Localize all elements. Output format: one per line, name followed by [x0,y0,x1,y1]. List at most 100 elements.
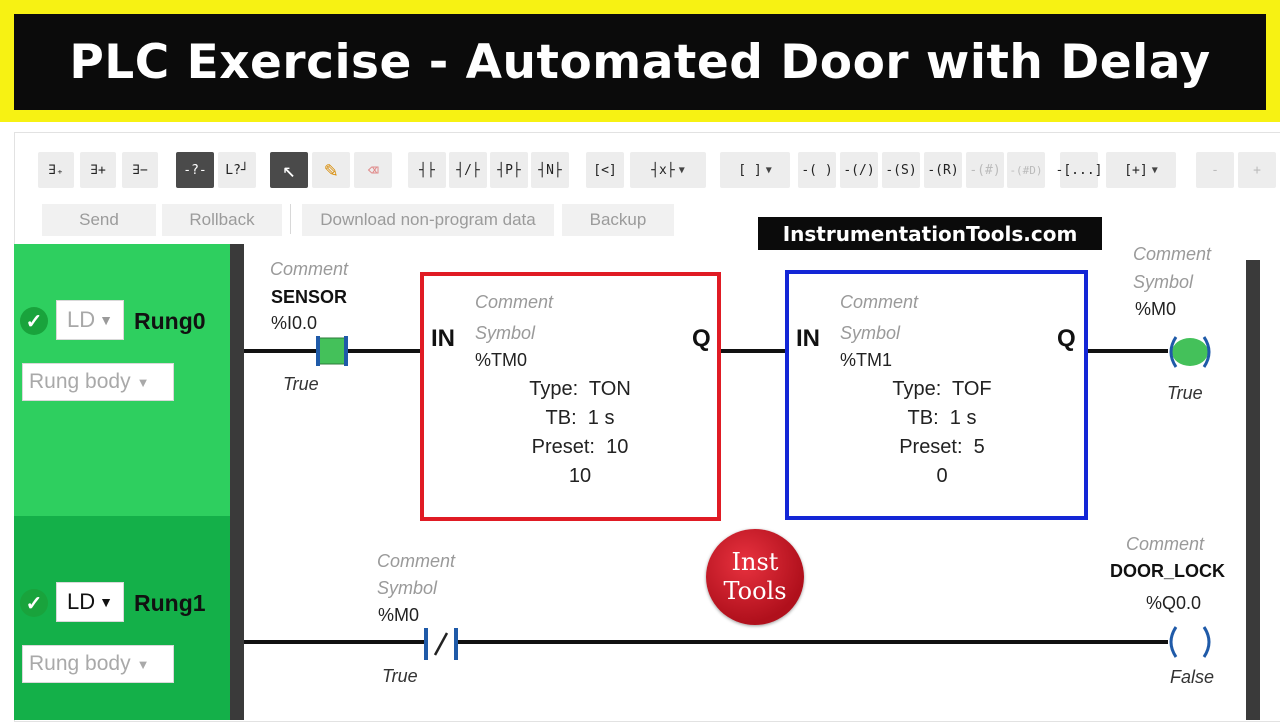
cursor-icon: ↖ [282,157,296,183]
ladder-view-icon: L?┘ [225,162,249,178]
contact-symbol: SENSOR [271,287,348,307]
checkmark-icon: ✓ [20,307,48,335]
coil-button[interactable]: -( ) [798,152,836,188]
timer-q-pin: Q [692,325,711,352]
neg-coil-button[interactable]: -(/) [840,152,878,188]
eraser-icon: ⌫ [367,159,379,181]
preset-value: 10 [606,436,629,458]
title-banner: PLC Exercise - Automated Door with Delay [0,0,1280,122]
timer-preset-row: Preset: 5 [852,436,1032,459]
coil-icon [1169,626,1211,658]
timer-current-value: 0 [936,465,948,487]
left-power-rail [230,244,244,516]
rung-body-label: Rung body [29,652,131,675]
add-block-button[interactable]: [+]▼ [1106,152,1176,188]
plus-icon: + [1253,162,1261,178]
output-coil-door-lock[interactable] [1164,623,1216,661]
compare-block-button[interactable]: [<] [586,152,624,188]
zoom-in-button[interactable]: + [1238,152,1276,188]
tb-label: TB: [545,407,577,429]
rung-body-label: Rung body [29,370,131,393]
nc-contact-m0[interactable] [424,628,458,660]
timer-in-pin: IN [431,325,455,352]
ton-timer-block[interactable] [420,272,721,521]
chevron-down-icon: ▼ [1151,164,1158,176]
timer-preset-row: Preset: 10 [490,436,670,459]
zoom-out-button[interactable]: - [1196,152,1234,188]
rung-wire [458,640,1168,644]
timer-tb-row: TB: 1 s [852,407,1032,430]
chevron-down-icon: ▼ [678,164,685,176]
add-block-icon: [+] [1124,162,1148,178]
page-title: PLC Exercise - Automated Door with Delay [69,34,1211,90]
coil-symbol: DOOR_LOCK [1110,561,1226,581]
hash-d-coil-button[interactable]: -(#D) [1007,152,1045,188]
send-label: Send [79,210,119,229]
chevron-down-icon: ▼ [136,656,150,672]
rung0-body-select[interactable]: Rung body▼ [22,363,174,401]
toggle-comment-button[interactable]: -?- [176,152,214,188]
set-coil-button[interactable]: -(S) [882,152,920,188]
timer-symbol: Symbol [840,323,901,343]
nc-contact-button[interactable]: ┤/├ [449,152,487,188]
rollback-label: Rollback [189,210,255,229]
rung1-ld-select[interactable]: LD▼ [56,582,124,622]
insert-rung-below-icon: ∃+ [90,162,106,178]
toolbar-divider [290,204,291,234]
chevron-down-icon: ▼ [765,164,772,176]
compare-icon: [<] [593,162,617,178]
n-contact-button[interactable]: ┤N├ [531,152,569,188]
rung1-label: Rung1 [134,590,206,616]
nc-contact-icon [424,628,458,660]
ladder-view-button[interactable]: L?┘ [218,152,256,188]
no-contact-sensor[interactable] [316,336,348,366]
delete-rung-button[interactable]: ∃− [122,152,158,188]
chevron-down-icon: ▼ [99,594,113,610]
operate-block-button[interactable]: -[...] [1056,152,1102,188]
output-coil-m0[interactable] [1164,333,1216,371]
timer-q-pin: Q [1057,325,1076,352]
tb-value: 1 s [587,407,615,429]
preset-label: Preset: [531,436,595,458]
coil-symbol: Symbol [1133,272,1194,292]
backup-button[interactable]: Backup [562,204,674,236]
timer-address: %TM1 [840,350,893,370]
reset-coil-button[interactable]: -(R) [924,152,962,188]
n-contact-icon: ┤N├ [538,162,562,178]
p-contact-button[interactable]: ┤P├ [490,152,528,188]
eraser-tool-button[interactable]: ⌫ [354,152,392,188]
rung-wire [721,349,787,353]
select-tool-button[interactable]: ↖ [270,152,308,188]
function-block-button[interactable]: [ ]▼ [720,152,790,188]
rung1-body-select[interactable]: Rung body ▼ [22,645,174,683]
rung-wire [244,349,318,353]
nc-contact-icon: ┤/├ [456,162,480,178]
timer-comment: Comment [475,292,554,312]
contact-comment: Comment [270,259,349,279]
insert-rung-icon: ∃₊ [48,162,64,178]
insert-rung-below-button[interactable]: ∃+ [80,152,116,188]
send-button[interactable]: Send [42,204,156,236]
coil-icon [1169,336,1211,368]
hash-d-coil-icon: -(#D) [1009,163,1043,177]
pencil-icon: ✎ [324,157,338,183]
hash-coil-button[interactable]: -(#) [966,152,1004,188]
p-contact-icon: ┤P├ [497,162,521,178]
download-non-program-button[interactable]: Download non-program data [302,204,554,236]
tb-value: 1 s [949,407,977,429]
pencil-tool-button[interactable]: ✎ [312,152,350,188]
rollback-button[interactable]: Rollback [162,204,282,236]
xor-block-button[interactable]: ┤x├▼ [630,152,706,188]
contact-comment: Comment [377,551,456,571]
type-value: TOF [952,378,992,400]
rung0-label: Rung0 [134,308,206,334]
coil-address: %Q0.0 [1146,593,1202,613]
rung-wire [244,640,426,644]
no-contact-button[interactable]: ┤├ [408,152,446,188]
insert-rung-button[interactable]: ∃₊ [38,152,74,188]
chevron-down-icon: ▼ [99,312,113,328]
rung0-ld-select[interactable]: LD▼ [56,300,124,340]
left-power-rail [230,516,244,720]
tof-timer-block[interactable] [785,270,1088,520]
checkmark-icon: ✓ [20,589,48,617]
